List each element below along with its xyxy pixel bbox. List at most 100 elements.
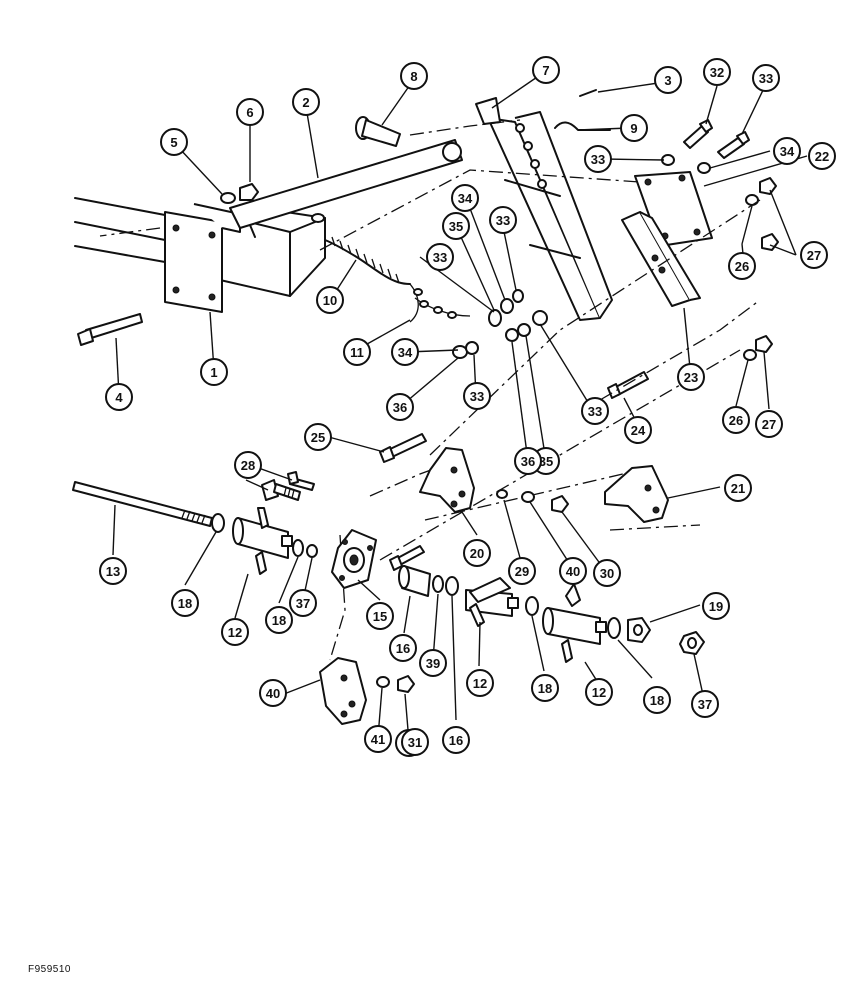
callout-circle — [160, 128, 188, 156]
callout-circle — [728, 252, 756, 280]
callout-circle — [221, 618, 249, 646]
callout-5: 5 — [160, 128, 188, 156]
callout-circle — [343, 338, 371, 366]
callout-label: 23 — [684, 370, 698, 385]
callout-23: 23 — [677, 363, 705, 391]
callout-label: 12 — [228, 625, 242, 640]
callout-circle — [236, 98, 264, 126]
callout-27: 27 — [755, 410, 783, 438]
callout-40: 40 — [259, 679, 287, 707]
tube-assembly-right — [542, 583, 651, 663]
callout-label: 33 — [470, 389, 484, 404]
callout-label: 16 — [449, 733, 463, 748]
standard-bracket-7 — [475, 97, 613, 321]
callout-label: 18 — [650, 693, 664, 708]
callout-27: 27 — [800, 241, 828, 269]
callout-circle — [654, 66, 682, 94]
nut-36-right — [679, 631, 705, 655]
callout-circle — [200, 358, 228, 386]
callout-label: 18 — [538, 681, 552, 696]
callout-circle — [593, 559, 621, 587]
callout-circle — [259, 679, 287, 707]
callout-7: 7 — [532, 56, 560, 84]
washer-stack-upper — [452, 289, 548, 359]
callout-circle — [401, 728, 429, 756]
callout-circle — [703, 58, 731, 86]
callout-label: 40 — [266, 686, 280, 701]
callout-circle — [386, 393, 414, 421]
pin-8 — [355, 116, 401, 147]
callout-label: 12 — [592, 685, 606, 700]
callout-41: 41 — [364, 725, 392, 753]
bolt-32 — [717, 131, 750, 159]
callout-circle — [755, 410, 783, 438]
callout-circle — [366, 602, 394, 630]
callout-31: 31 — [401, 728, 429, 756]
callout-leaders — [112, 72, 808, 743]
callout-18: 18 — [171, 589, 199, 617]
callout-label: 35 — [539, 454, 553, 469]
callout-label: 13 — [106, 564, 120, 579]
callout-label: 31 — [408, 735, 422, 750]
angle-bracket-23 — [621, 211, 701, 307]
callout-label: 1 — [210, 365, 217, 380]
nut-6 — [239, 183, 259, 201]
callout-11: 11 — [343, 338, 371, 366]
callout-label: 39 — [426, 656, 440, 671]
callout-circle — [508, 557, 536, 585]
callout-circle — [514, 447, 542, 475]
callout-15: 15 — [366, 602, 394, 630]
callout-33: 33 — [426, 243, 454, 271]
callout-circle — [466, 669, 494, 697]
callout-circle — [752, 64, 780, 92]
callout-36: 36 — [514, 447, 542, 475]
callout-circle — [400, 62, 428, 90]
callout-label: 33 — [759, 71, 773, 86]
callout-18: 18 — [265, 606, 293, 634]
callout-label: 26 — [735, 259, 749, 274]
callout-label: 37 — [698, 697, 712, 712]
callout-label: 29 — [515, 564, 529, 579]
callout-label: 22 — [815, 149, 829, 164]
callout-label: 34 — [458, 191, 473, 206]
callout-label: 8 — [410, 69, 417, 84]
callout-label: 33 — [591, 152, 605, 167]
callout-circle — [620, 114, 648, 142]
callout-label: 34 — [780, 144, 795, 159]
callout-22: 22 — [808, 142, 836, 170]
callout-label: 6 — [246, 105, 253, 120]
figure-code: F959510 — [28, 964, 71, 975]
callout-20: 20 — [463, 539, 491, 567]
callout-circle — [585, 678, 613, 706]
callout-37: 37 — [691, 690, 719, 718]
callout-circle — [808, 142, 836, 170]
callout-label: 7 — [542, 63, 549, 78]
bolt-4 — [77, 313, 143, 346]
callout-28: 28 — [234, 451, 262, 479]
bolt-31 — [683, 119, 713, 149]
callout-8: 8 — [400, 62, 428, 90]
callout-label: 35 — [449, 219, 463, 234]
callout-12: 12 — [585, 678, 613, 706]
casting-21 — [604, 465, 669, 523]
callout-circle — [691, 690, 719, 718]
callout-circle — [426, 243, 454, 271]
nut-5 — [220, 192, 236, 204]
callout-circle — [105, 383, 133, 411]
callout-label: 9 — [630, 121, 637, 136]
callout-circle — [364, 725, 392, 753]
callout-label: 33 — [588, 404, 602, 419]
long-arm-2 — [229, 139, 463, 238]
callout-label: 33 — [433, 250, 447, 265]
callout-label: 34 — [398, 345, 413, 360]
callout-circle — [722, 406, 750, 434]
callout-25: 25 — [304, 423, 332, 451]
callout-circle — [419, 649, 447, 677]
callout-26: 26 — [728, 252, 756, 280]
callout-label: 20 — [470, 546, 484, 561]
callout-label: 4 — [115, 390, 123, 405]
callout-circle — [624, 416, 652, 444]
callout-circle — [316, 286, 344, 314]
callout-label: 41 — [371, 732, 385, 747]
callout-label: 24 — [631, 423, 646, 438]
